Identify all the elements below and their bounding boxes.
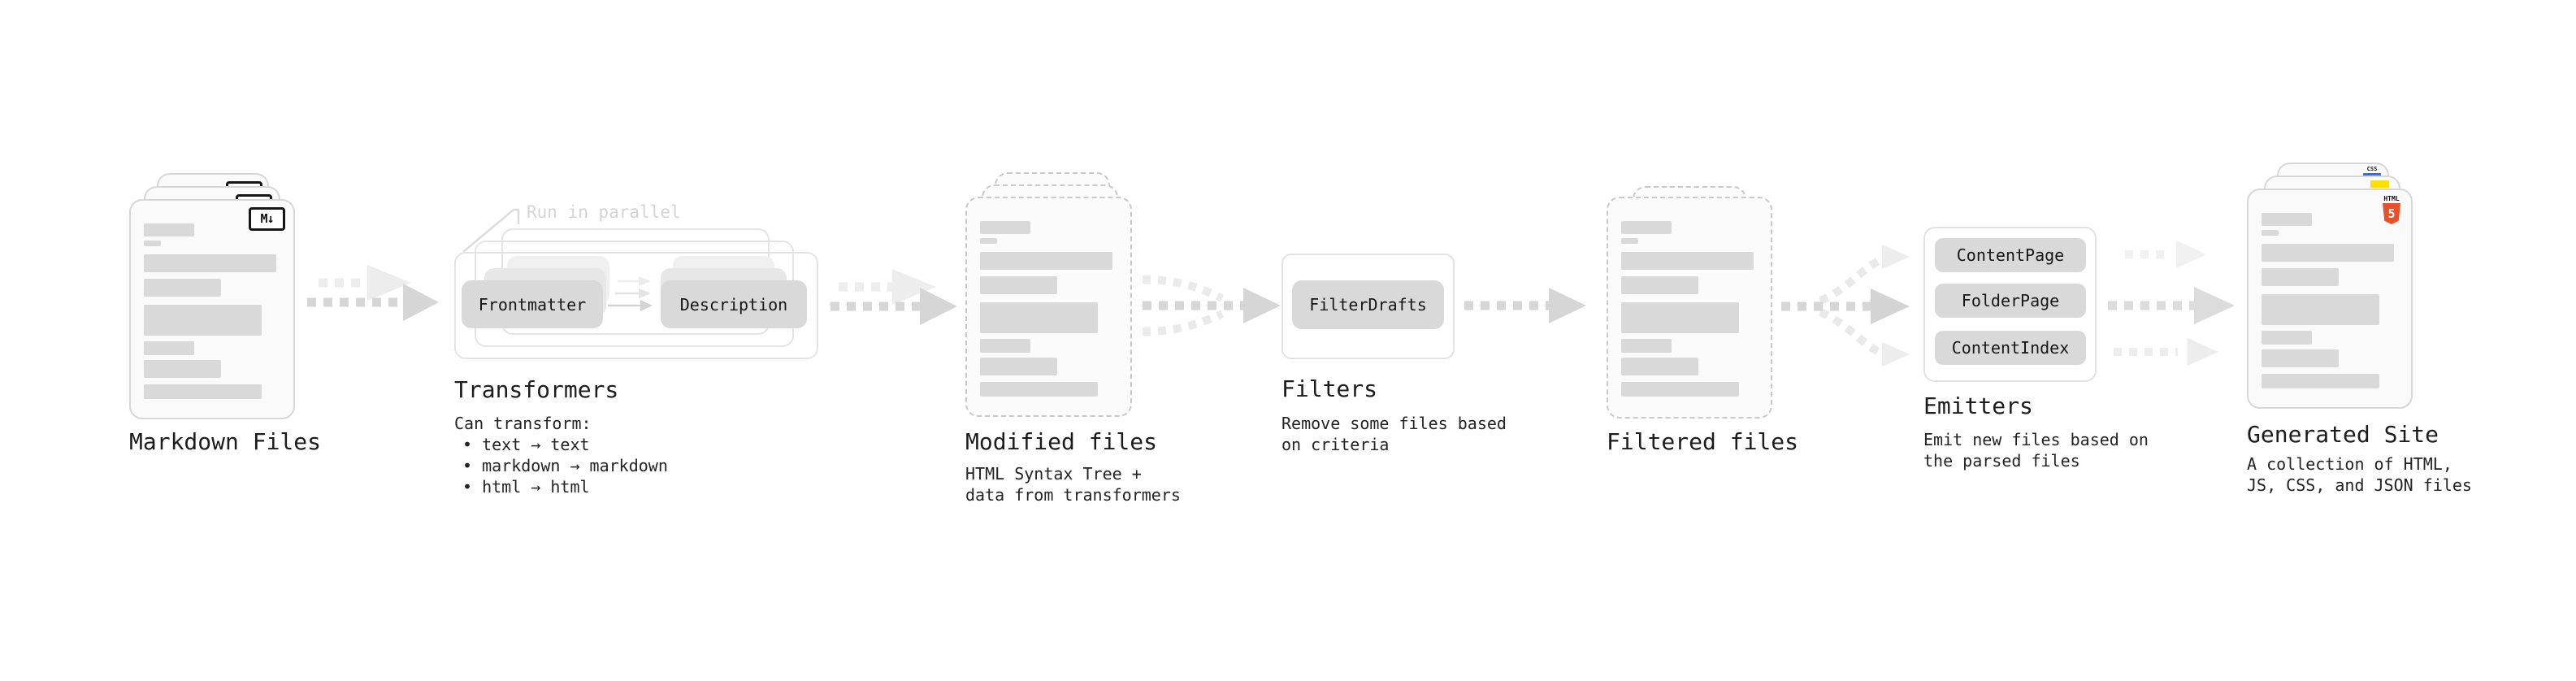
- arrow-transformers-to-modified: [830, 288, 957, 325]
- desc-line: A collection of HTML,: [2247, 454, 2452, 474]
- transformers-desc-bullets: • text → text • markdown → markdown • ht…: [454, 434, 668, 497]
- desc-line: JS, CSS, and JSON files: [2247, 475, 2472, 495]
- skeleton-line: [144, 360, 221, 378]
- html5-icon-shield: 5: [2383, 203, 2400, 224]
- skeleton-line: [2262, 244, 2394, 262]
- stage-label-filters: Filters: [1281, 375, 1378, 402]
- arrow-emitters-to-generated-top: [2125, 241, 2207, 268]
- skeleton-line: [980, 382, 1098, 397]
- stage-label-emitters: Emitters: [1923, 393, 2033, 419]
- arrow-emitters-to-generated-middle: [2108, 287, 2235, 324]
- skeleton-line: [980, 221, 1030, 234]
- file-card-front: [965, 197, 1132, 417]
- stage-label-transformers: Transformers: [454, 376, 619, 403]
- bullet-line: • text → text: [462, 435, 590, 454]
- desc-line: Remove some files based: [1281, 414, 1507, 433]
- contentpage-node: ContentPage: [1935, 238, 2086, 272]
- skeleton-line: [144, 254, 276, 272]
- skeleton-line: [144, 279, 221, 297]
- skeleton-line: [2262, 213, 2312, 226]
- skeleton-line: [2262, 294, 2379, 325]
- arrow-markdown-to-transformers: [307, 284, 439, 321]
- folderpage-node: FolderPage: [1935, 284, 2086, 318]
- stage-label-markdown-files: Markdown Files: [129, 428, 322, 455]
- skeleton-line: [2262, 230, 2279, 236]
- arrow-filters-to-filtered: [1464, 288, 1586, 323]
- arrow-frontmatter-to-description-ghost1: [615, 288, 651, 298]
- generated-site-desc: A collection of HTML, JS, CSS, and JSON …: [2247, 453, 2472, 496]
- skeleton-line: [1621, 358, 1698, 375]
- file-card-html: HTML 5: [2247, 189, 2413, 409]
- skeleton-line: [1621, 252, 1754, 270]
- transformers-desc-title: Can transform:: [454, 414, 592, 433]
- skeleton-line: [1621, 276, 1698, 294]
- css-icon-bar: [2363, 173, 2381, 176]
- skeleton-line: [144, 384, 262, 399]
- skeleton-line: [1621, 302, 1739, 333]
- bullet-line: • markdown → markdown: [462, 456, 668, 475]
- desc-line: HTML Syntax Tree +: [965, 464, 1142, 484]
- filterdrafts-node: FilterDrafts: [1292, 280, 1444, 329]
- arrow-transformers-to-modified-ghost: [839, 269, 936, 305]
- skeleton-line: [980, 238, 997, 244]
- run-in-parallel-annotation: Run in parallel: [527, 202, 681, 222]
- arrow-modified-to-filters: [1142, 275, 1281, 336]
- skeleton-line: [980, 252, 1112, 270]
- js-icon: [2370, 180, 2389, 188]
- css-icon-label: CSS: [2366, 166, 2378, 172]
- skeleton-line: [980, 302, 1098, 333]
- file-card-front: [1607, 197, 1772, 419]
- emitters-desc: Emit new files based on the parsed files: [1923, 429, 2149, 471]
- stage-label-modified-files: Modified files: [965, 428, 1158, 455]
- arrow-emitters-to-generated-bottom: [2114, 338, 2218, 366]
- transformer-box-front: [454, 252, 818, 359]
- stage-label-filtered-files: Filtered files: [1607, 428, 1799, 455]
- skeleton-line: [2262, 268, 2339, 286]
- skeleton-line: [980, 276, 1057, 294]
- skeleton-line: [2262, 349, 2339, 367]
- filters-desc: Remove some files based on criteria: [1281, 413, 1507, 455]
- skeleton-line: [980, 339, 1030, 353]
- html5-icon-number: 5: [2387, 206, 2396, 221]
- annotation-leader-line: [462, 208, 520, 253]
- skeleton-line: [980, 358, 1057, 375]
- skeleton-line: [1621, 238, 1638, 244]
- file-skeleton-lines: [980, 221, 1117, 397]
- skeleton-line: [144, 223, 194, 236]
- skeleton-line: [1621, 221, 1672, 234]
- skeleton-line: [1621, 382, 1739, 397]
- html5-icon-label: HTML: [2383, 195, 2400, 202]
- arrow-frontmatter-to-description: [608, 300, 653, 311]
- desc-line: data from transformers: [965, 485, 1181, 505]
- markdown-icon: M↓: [249, 207, 285, 231]
- arrow-markdown-to-transformers-ghost: [319, 265, 411, 301]
- skeleton-line: [144, 341, 194, 355]
- desc-line: on criteria: [1281, 435, 1390, 454]
- desc-line: Emit new files based on: [1923, 430, 2149, 449]
- skeleton-line: [1621, 339, 1672, 353]
- frontmatter-node: Frontmatter: [462, 280, 603, 328]
- skeleton-line: [2262, 331, 2312, 345]
- arrow-filtered-to-emitters: [1781, 245, 1910, 367]
- bullet-line: • html → html: [462, 477, 590, 497]
- modified-files-desc: HTML Syntax Tree + data from transformer…: [965, 463, 1181, 505]
- desc-line: the parsed files: [1923, 451, 2080, 471]
- file-skeleton-lines: [2262, 213, 2398, 388]
- description-node: Description: [661, 280, 807, 328]
- stage-label-generated-site: Generated Site: [2247, 421, 2439, 448]
- skeleton-line: [144, 241, 161, 246]
- skeleton-line: [2262, 374, 2379, 388]
- html5-icon: HTML 5: [2382, 195, 2401, 224]
- arrow-frontmatter-to-description-ghost2: [618, 276, 651, 286]
- skeleton-line: [144, 305, 262, 336]
- file-skeleton-lines: [1621, 221, 1758, 397]
- css-icon: CSS: [2363, 166, 2381, 176]
- file-skeleton-lines: [144, 223, 280, 399]
- file-card-front: M↓: [129, 199, 295, 419]
- contentindex-node: ContentIndex: [1935, 331, 2086, 365]
